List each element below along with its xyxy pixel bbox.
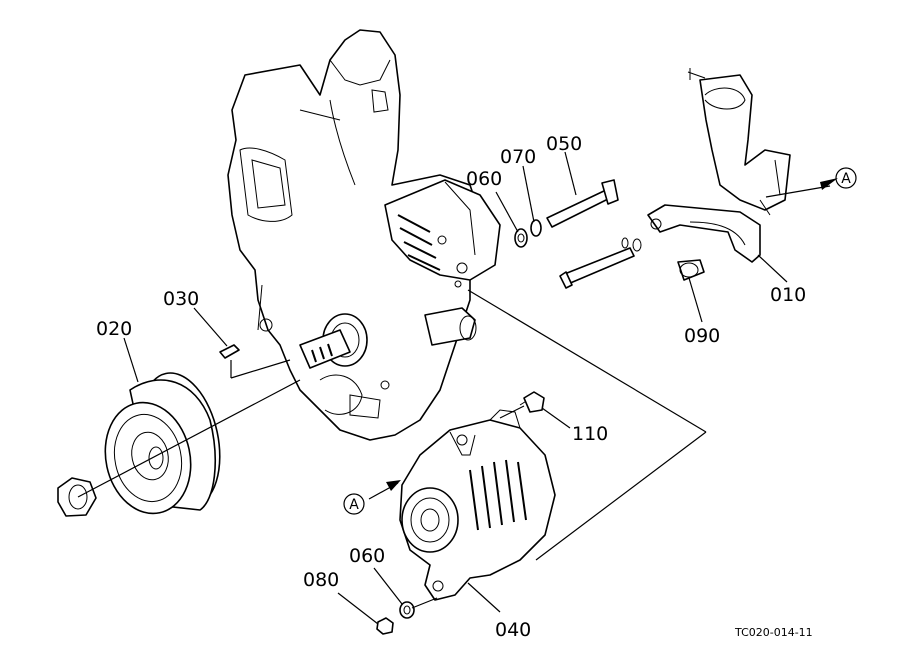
- marker-a-right: A: [835, 167, 857, 189]
- drawing-code: TC020-014-11: [734, 626, 813, 639]
- part-label-070: 070: [500, 146, 536, 168]
- part-label-110: 110: [572, 423, 608, 445]
- part-label-010: 010: [770, 284, 806, 306]
- part-label-020: 020: [96, 318, 132, 340]
- bracket-assembly-drawing: [559, 68, 791, 289]
- nut-110-drawing: [523, 391, 545, 413]
- part-label-060-bottom: 060: [349, 545, 385, 567]
- part-label-040: 040: [495, 619, 531, 641]
- marker-a-right-label: A: [841, 171, 851, 187]
- gear-case-drawing: [227, 29, 501, 441]
- crank-pulley-drawing: [57, 372, 221, 517]
- bolt-050-drawing: [514, 179, 619, 248]
- part-label-050: 050: [546, 133, 582, 155]
- alternator-drawing: [399, 399, 556, 601]
- part-label-080: 080: [303, 569, 339, 591]
- part-label-090: 090: [684, 325, 720, 347]
- key-drawing: [219, 344, 240, 359]
- marker-a-left-label: A: [349, 497, 359, 513]
- washer-nut-bottom-drawing: [376, 601, 415, 635]
- marker-a-left: A: [343, 493, 365, 515]
- part-label-030: 030: [163, 288, 199, 310]
- leader-lines: [77, 151, 838, 625]
- part-label-060-top: 060: [466, 168, 502, 190]
